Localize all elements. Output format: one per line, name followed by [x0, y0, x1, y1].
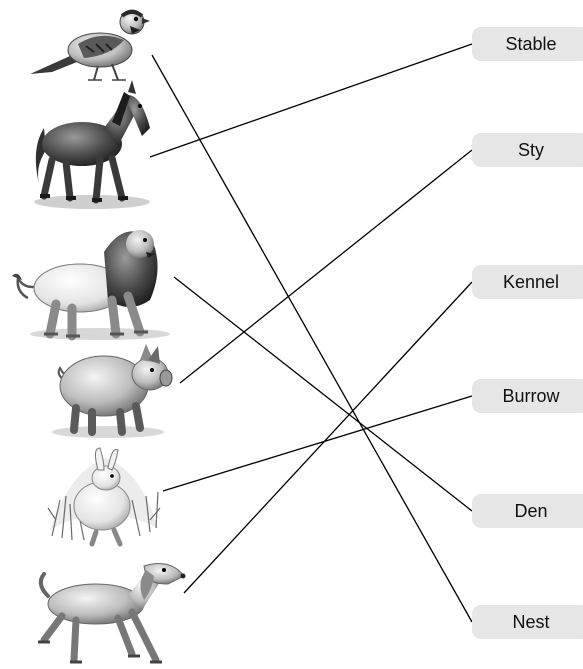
home-label-burrow: Burrow [472, 379, 583, 413]
match-line-sparrow-nest [151, 54, 473, 623]
match-line-horse-stable [149, 43, 473, 158]
home-label-kennel: Kennel [472, 265, 583, 299]
lion-icon [12, 230, 170, 341]
horse-icon [34, 80, 150, 209]
matching-lines [149, 43, 473, 623]
dog-icon [38, 563, 186, 664]
rabbit-icon [47, 447, 161, 547]
home-label-den: Den [472, 494, 583, 528]
bird-icon [30, 9, 150, 81]
match-line-lion-den [173, 276, 473, 512]
home-label-stable: Stable [472, 27, 583, 61]
match-line-pig-sty [179, 149, 473, 384]
match-line-dog-kennel [183, 281, 473, 594]
home-label-nest: Nest [472, 605, 583, 639]
pig-icon [52, 344, 173, 438]
match-line-rabbit-burrow [162, 395, 473, 492]
home-label-sty: Sty [472, 133, 583, 167]
